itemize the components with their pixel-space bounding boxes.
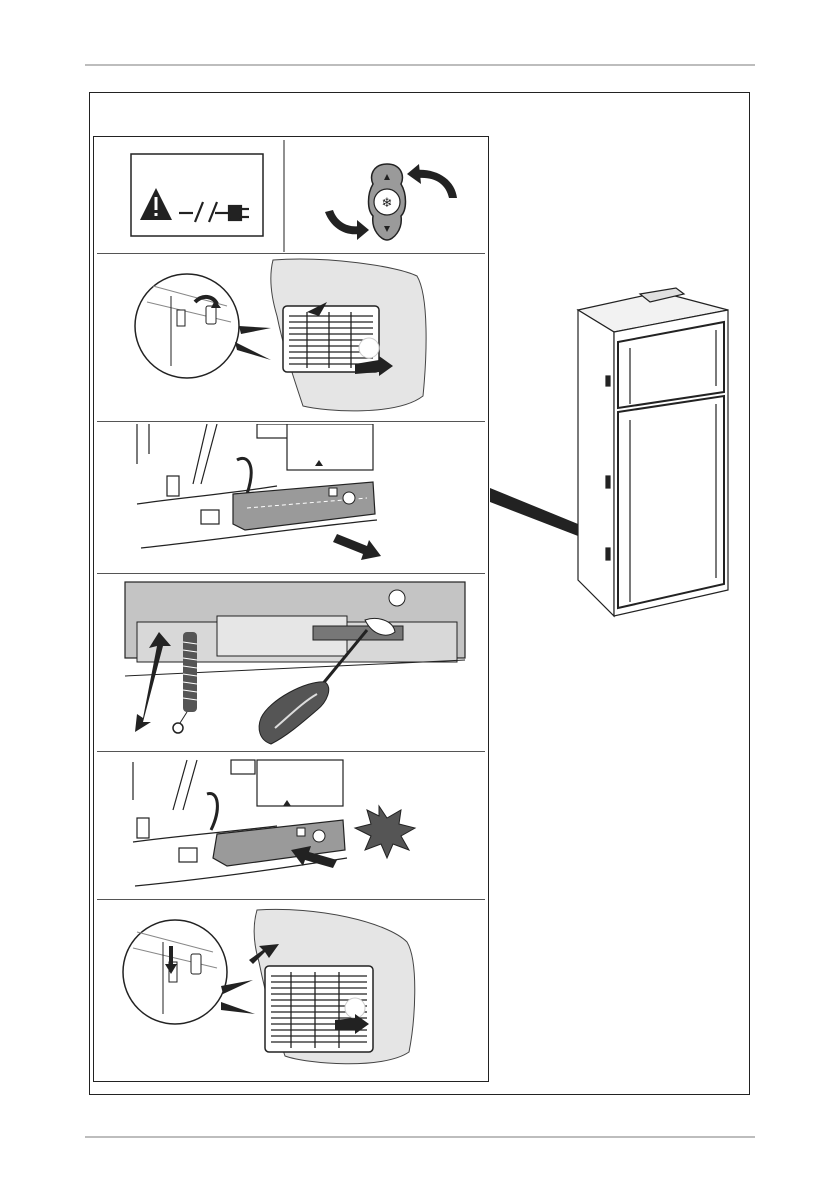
click-burst-icon bbox=[355, 806, 415, 858]
refrigerator-body bbox=[578, 288, 728, 616]
step-divider bbox=[97, 751, 485, 752]
step-4-clean-burner bbox=[97, 576, 485, 748]
switch-off-icon bbox=[135, 274, 239, 378]
warning-icon bbox=[140, 188, 172, 220]
disconnect-power-icon bbox=[179, 202, 249, 222]
step-3-remove-cover bbox=[97, 424, 485, 572]
thermostat-knob-icon: ❄ bbox=[369, 164, 406, 240]
step-divider bbox=[97, 899, 485, 900]
vent-grille-remove-icon bbox=[271, 259, 426, 411]
refrigerator-overview bbox=[490, 280, 750, 640]
step-6-insert-grille-switch-on bbox=[97, 902, 485, 1078]
switch-on-icon bbox=[123, 920, 227, 1024]
step-2-switch-off-remove-grille bbox=[97, 256, 485, 420]
svg-text:❄: ❄ bbox=[382, 196, 393, 211]
step-divider bbox=[97, 421, 485, 422]
step-5-install-cover bbox=[97, 754, 485, 898]
vent-grille-insert-icon bbox=[249, 909, 415, 1063]
step-1-safety-and-thermostat: ❄ bbox=[97, 140, 485, 252]
step-divider bbox=[97, 573, 485, 574]
callout-pointer bbox=[490, 488, 578, 536]
header-rule bbox=[85, 64, 755, 66]
cover-remove-arrow-icon bbox=[333, 534, 381, 560]
step-divider bbox=[97, 253, 485, 254]
footer-rule bbox=[85, 1136, 755, 1138]
